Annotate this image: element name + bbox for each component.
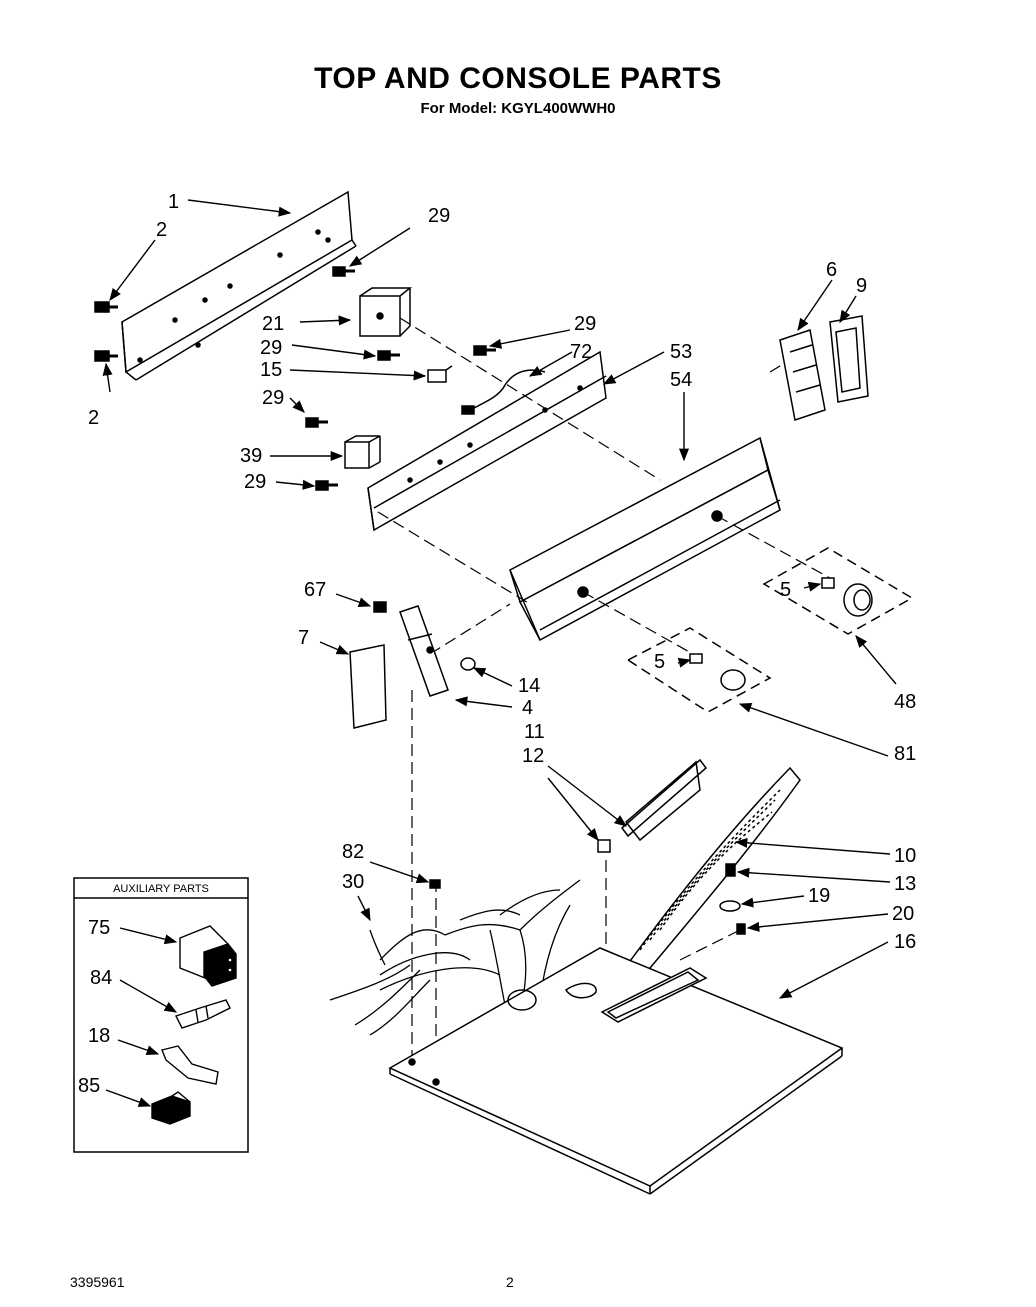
callout-29-a: 29	[428, 205, 450, 227]
auxiliary-parts-title: AUXILIARY PARTS	[113, 883, 209, 895]
callout-11: 11	[524, 721, 545, 743]
callout-20: 20	[892, 903, 914, 925]
callout-14: 14	[518, 675, 540, 697]
screw-2-lower	[94, 350, 118, 362]
lint-screen-10	[620, 766, 801, 981]
callout-39: 39	[240, 445, 262, 467]
nut-20	[736, 923, 746, 935]
callout-5-upper: 5	[780, 579, 791, 601]
callout-10: 10	[894, 845, 916, 867]
screw-29-c	[305, 417, 328, 428]
callout-72: 72	[570, 341, 592, 363]
callout-81: 81	[894, 743, 916, 765]
timer-switch-21	[359, 287, 413, 337]
callout-29-b: 29	[260, 337, 282, 359]
lamp-12	[597, 839, 611, 853]
aux-callout-18: 18	[88, 1025, 110, 1047]
clip-67	[373, 601, 387, 613]
page-number: 2	[506, 1274, 514, 1290]
callout-21: 21	[262, 313, 284, 335]
callout-29-e: 29	[574, 313, 596, 335]
callout-2-lower: 2	[88, 407, 99, 429]
aux-callout-85: 85	[78, 1075, 100, 1097]
callout-16: 16	[894, 931, 916, 953]
bracket-4	[399, 605, 449, 697]
screw-29-b	[377, 350, 400, 361]
callout-6: 6	[826, 259, 837, 281]
page-title: TOP AND CONSOLE PARTS	[314, 62, 722, 95]
lamp-cover-11	[620, 758, 708, 842]
auxiliary-parts-box: AUXILIARY PARTS 75 84 18 85	[73, 877, 249, 1153]
console-panel-54	[509, 436, 781, 642]
housing-9	[829, 315, 869, 403]
switch-39	[344, 435, 381, 469]
callout-30: 30	[342, 871, 364, 893]
clip-82	[429, 879, 441, 889]
cover-7	[349, 644, 387, 729]
callout-13: 13	[894, 873, 916, 895]
aux-callout-84: 84	[90, 967, 112, 989]
top-panel-16	[388, 947, 844, 1195]
bracket-6	[779, 329, 826, 421]
aux-callout-75: 75	[88, 917, 110, 939]
callout-67: 67	[304, 579, 326, 601]
aux-part-84	[175, 999, 231, 1029]
callout-82: 82	[342, 841, 364, 863]
callout-5-lower: 5	[654, 651, 665, 673]
callout-19: 19	[808, 885, 830, 907]
screw-29-e	[473, 345, 496, 356]
callout-12: 12	[522, 745, 544, 767]
callout-29-d: 29	[244, 471, 266, 493]
callout-54: 54	[670, 369, 692, 391]
washer-19	[719, 900, 741, 912]
aux-part-85	[151, 1091, 191, 1125]
callout-15: 15	[260, 359, 282, 381]
callout-48: 48	[894, 691, 916, 713]
model-subtitle: For Model: KGYL400WWH0	[420, 100, 616, 117]
screw-29-a	[332, 266, 355, 277]
callout-53: 53	[670, 341, 692, 363]
aux-part-75	[179, 925, 237, 987]
aux-part-18	[161, 1045, 219, 1085]
part-14	[460, 657, 476, 671]
callout-7: 7	[298, 627, 309, 649]
screw-2-upper	[94, 301, 118, 313]
callout-4: 4	[522, 697, 533, 719]
knob-48	[821, 577, 873, 617]
callout-1: 1	[168, 191, 179, 213]
control-panel-plate	[121, 190, 357, 381]
document-number: 3395961	[70, 1274, 125, 1290]
console-bracket-53	[367, 350, 607, 532]
callout-2-upper: 2	[156, 219, 167, 241]
callout-9: 9	[856, 275, 867, 297]
knob-81	[689, 653, 746, 691]
screw-29-d	[315, 480, 338, 491]
screw-13	[725, 863, 736, 877]
part-15	[427, 365, 453, 383]
callout-29-c: 29	[262, 387, 284, 409]
